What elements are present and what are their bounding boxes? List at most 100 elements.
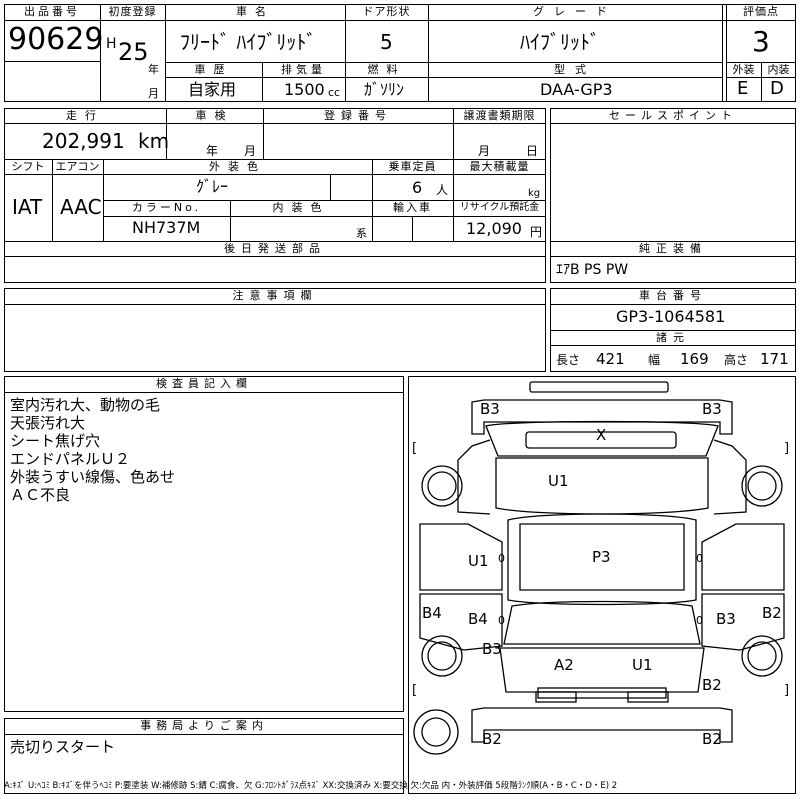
diagram-mark: X — [596, 426, 606, 444]
bracket-left: [ — [412, 683, 417, 698]
diagram-mark: B2 — [702, 730, 722, 748]
diagram-mark: B3 — [482, 640, 502, 658]
office-box — [4, 718, 404, 794]
max-load-unit: kg — [528, 188, 541, 199]
displacement-unit: cc — [328, 86, 341, 99]
inspector-note: エンドパネルＵ２ — [10, 450, 131, 468]
displacement-value: 1500 — [284, 80, 325, 99]
capacity-value: 6 — [412, 178, 423, 197]
divider — [165, 77, 722, 78]
shift-label: シフト — [11, 160, 45, 173]
divider — [722, 4, 723, 102]
inspector-note: ＡＣ不良 — [10, 486, 71, 504]
divider — [165, 4, 166, 102]
max-load-label: 最大積載量 — [469, 160, 530, 173]
bracket-right: ] — [784, 683, 789, 698]
diagram-mark: U1 — [548, 472, 569, 490]
divider — [345, 4, 346, 62]
inspector-notes: 室内汚れ大、動物の毛 天張汚れ大 シート焦げ穴 エンドパネルＵ２ 外装うすい線傷… — [10, 396, 175, 504]
notes-label: 注意事項欄 — [232, 289, 318, 302]
history-label: 車歴 — [194, 63, 233, 76]
door-handle: 0 — [696, 552, 703, 565]
office-value: 売切りスタート — [10, 738, 116, 756]
door-handle: 0 — [498, 614, 505, 627]
first-registration-label: 初度登録 — [108, 5, 157, 18]
diagram-mark: P3 — [592, 548, 611, 566]
divider — [4, 20, 796, 21]
score-value: 3 — [752, 25, 770, 58]
type-value: DAA-GP3 — [540, 80, 613, 99]
lot-number-value: 90629 — [8, 22, 104, 57]
divider — [4, 304, 546, 305]
inspector-note: 天張汚れ大 — [10, 414, 86, 432]
doors-value: 5 — [380, 30, 393, 54]
type-label: 型式 — [554, 63, 596, 76]
model-label: 車名 — [236, 5, 274, 18]
mileage-unit: km — [138, 129, 170, 153]
history-value: 自家用 — [188, 80, 237, 99]
inspector-note: シート焦げ穴 — [10, 432, 101, 450]
divider — [103, 200, 546, 201]
divider — [263, 108, 264, 160]
inspection-label: 車検 — [195, 109, 234, 122]
sales-point-box — [550, 108, 796, 242]
divider — [103, 216, 546, 217]
diagram-mark: B4 — [468, 610, 488, 628]
inspection-month-unit: 月 — [244, 144, 257, 158]
fuel-value: ｶﾞｿﾘﾝ — [364, 80, 405, 99]
legend-text: A:ｷｽﾞ U:ﾍｺﾐ B:ｷｽﾞを伴うﾍｺﾐ P:要塗装 W:補修跡 S:錆 … — [4, 781, 618, 791]
divider — [4, 256, 546, 257]
capacity-label: 乗車定員 — [388, 160, 437, 173]
height-value: 171 — [760, 350, 789, 368]
diagram-mark: B2 — [702, 676, 722, 694]
bracket-left: [ — [412, 441, 417, 456]
recycle-unit: 円 — [530, 225, 543, 239]
interior-grade-label: 内装 — [767, 63, 790, 76]
divider — [550, 123, 796, 124]
divider — [4, 392, 404, 393]
divider — [345, 62, 346, 102]
length-label: 長さ — [556, 353, 581, 367]
divider — [550, 304, 796, 305]
later-parts-label: 後日発送部品 — [224, 242, 326, 255]
interior-color-unit: 系 — [356, 227, 367, 240]
chassis-label: 車台番号 — [639, 289, 707, 302]
later-parts-box — [4, 241, 546, 283]
door-handle: 0 — [696, 614, 703, 627]
grade-label: グレード — [533, 5, 617, 18]
inspector-note: 外装うすい線傷、色あせ — [10, 468, 176, 486]
model-value: ﾌﾘｰﾄﾞ ﾊｲﾌﾞﾘｯﾄﾞ — [180, 30, 317, 54]
month-unit: 月 — [148, 87, 159, 100]
transfer-day-unit: 日 — [526, 144, 539, 158]
equipment-label: 純正装備 — [639, 242, 707, 255]
mileage-label: 走行 — [66, 109, 104, 122]
divider — [412, 216, 413, 242]
registration-number-label: 登録番号 — [324, 109, 392, 122]
displacement-label: 排気量 — [281, 63, 326, 76]
mileage-value: 202,991 — [42, 129, 125, 153]
exterior-color-value: ｸﾞﾚｰ — [196, 177, 229, 196]
equipment-box — [550, 241, 796, 283]
shift-value: IAT — [12, 195, 43, 219]
car-diagram: B3 B3 X U1 U1 P3 B4 B4 B3 B2 B3 A2 U1 B2… — [412, 381, 789, 755]
exterior-grade-value: E — [737, 78, 749, 99]
divider — [4, 734, 404, 735]
divider — [330, 174, 331, 200]
diagram-mark: B3 — [480, 400, 500, 418]
equipment-value: ｴｱB PS PW — [556, 262, 629, 278]
interior-grade-value: D — [770, 78, 784, 99]
divider — [165, 62, 722, 63]
divider — [453, 108, 454, 242]
diagram-mark: B3 — [702, 400, 722, 418]
score-label: 評価点 — [743, 5, 779, 18]
sales-point-label: セールスポイント — [609, 109, 737, 122]
transfer-document-label: 譲渡書類期限 — [463, 109, 536, 122]
divider — [262, 62, 263, 102]
divider — [103, 159, 104, 242]
aircon-value: AAC — [60, 195, 102, 219]
office-label: 事務局よりご案内 — [140, 719, 268, 732]
bracket-right: ] — [784, 441, 789, 456]
divider — [166, 108, 167, 160]
divider — [230, 200, 231, 242]
chassis-value: GP3-1064581 — [616, 307, 726, 326]
